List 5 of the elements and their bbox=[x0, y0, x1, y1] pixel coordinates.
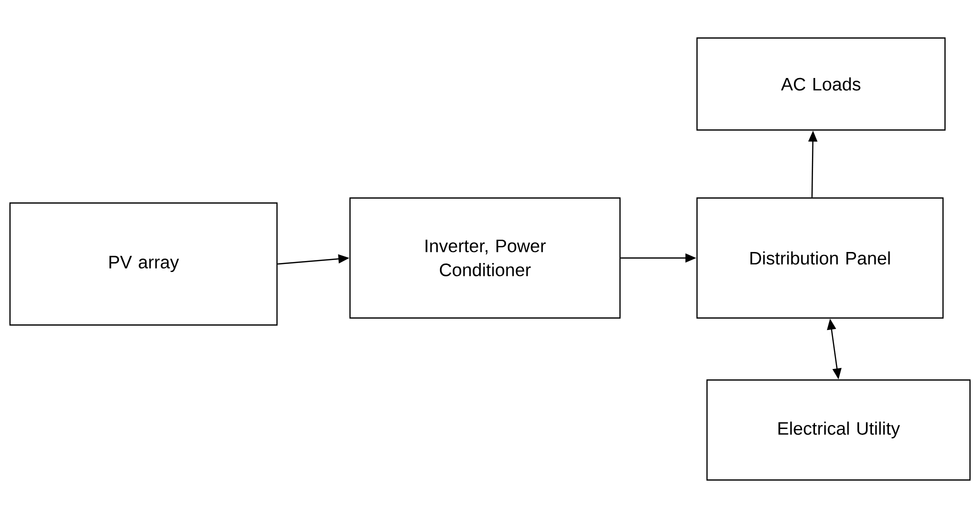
process-box: Inverter, Power Conditioner bbox=[349, 197, 621, 319]
process-box: Distribution Panel bbox=[696, 197, 944, 319]
process-box: PV array bbox=[9, 202, 278, 326]
process-box: AC Loads bbox=[696, 37, 946, 131]
process-box: Electrical Utility bbox=[706, 379, 971, 481]
